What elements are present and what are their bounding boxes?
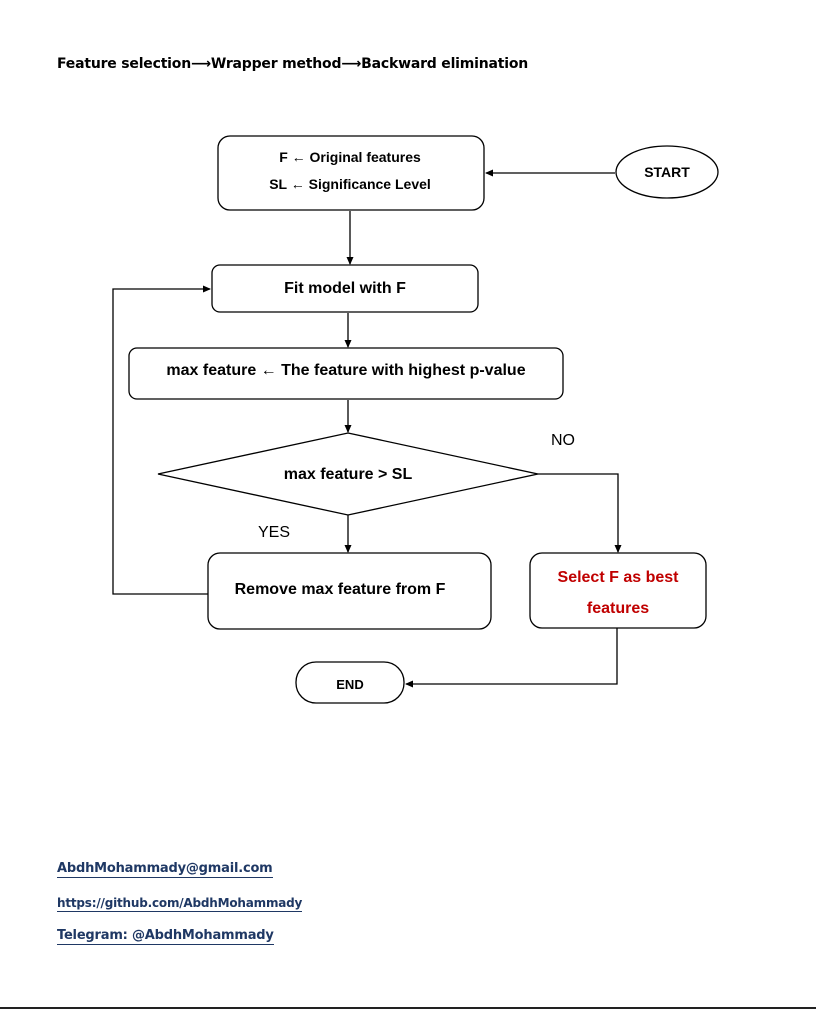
init-box: F ← Original features SL ← Significance … bbox=[217, 135, 485, 211]
footer-divider bbox=[0, 1007, 816, 1009]
start-label: START bbox=[644, 164, 690, 180]
github-link[interactable]: https://github.com/AbdhMohammady bbox=[57, 896, 303, 912]
select-best-line1: Select F as best bbox=[558, 569, 680, 586]
connector-decision-no bbox=[538, 473, 622, 553]
select-best-line2: features bbox=[587, 600, 649, 617]
breadcrumb-item-wrapper-method: Wrapper method bbox=[210, 56, 342, 72]
email-link[interactable]: AbdhMohammady@gmail.com bbox=[57, 861, 273, 878]
fit-model-label: Fit model with F bbox=[284, 280, 406, 297]
remove-feature-box: Remove max feature from F bbox=[207, 552, 492, 630]
connector-select-to-end bbox=[405, 628, 618, 688]
no-label: NO bbox=[551, 432, 575, 449]
remove-feature-label: Remove max feature from F bbox=[235, 581, 446, 598]
end-label: END bbox=[336, 677, 363, 692]
max-feature-label: max feature ← The feature with highest p… bbox=[166, 362, 525, 379]
connector-loop-back bbox=[112, 285, 211, 595]
max-feature-box: max feature ← The feature with highest p… bbox=[128, 347, 564, 400]
init-line-significance: SL ← Significance Level bbox=[269, 176, 431, 192]
breadcrumb-item-backward-elimination: Backward elimination bbox=[361, 56, 529, 72]
start-terminal: START bbox=[615, 145, 719, 199]
arrow-right-icon: ⟶ bbox=[190, 56, 211, 72]
breadcrumb: Feature selection⟶Wrapper method⟶Backwar… bbox=[57, 56, 528, 72]
end-terminal: END bbox=[295, 661, 405, 704]
telegram-link[interactable]: Telegram: @AbdhMohammady bbox=[57, 928, 274, 945]
init-line-features: F ← Original features bbox=[279, 149, 421, 165]
arrow-right-icon: ⟶ bbox=[341, 56, 362, 72]
breadcrumb-item-feature-selection: Feature selection bbox=[57, 56, 191, 72]
select-best-box: Select F as best features bbox=[529, 552, 707, 629]
decision-label: max feature > SL bbox=[284, 466, 413, 483]
yes-label: YES bbox=[258, 524, 290, 541]
decision-diamond: max feature > SL bbox=[157, 432, 539, 516]
fit-model-box: Fit model with F bbox=[211, 264, 479, 313]
